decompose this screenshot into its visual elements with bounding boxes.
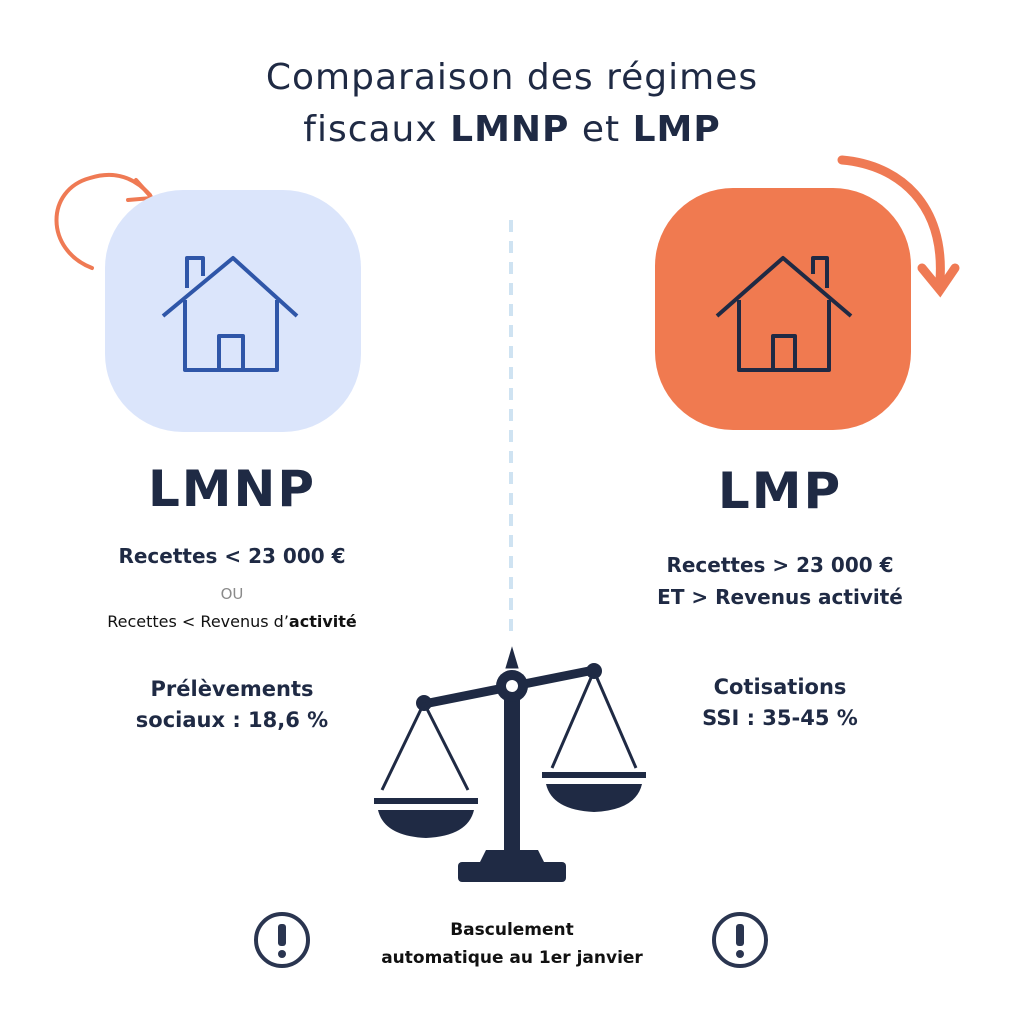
warning-icon (712, 912, 768, 968)
house-icon (161, 256, 299, 372)
lmnp-separator: OU (220, 585, 244, 603)
lmp-label: LMP (717, 462, 843, 520)
lmnp-label: LMNP (147, 460, 317, 518)
lmp-house-tile (655, 188, 911, 430)
lmnp-condition-1: Recettes < 23 000 € (118, 544, 346, 568)
page-title: Comparaison des régimes fiscaux LMNP et … (265, 57, 759, 150)
dashed-divider (509, 220, 513, 640)
lmnp-condition-2: Recettes < Revenus d’activité (107, 612, 357, 631)
lmnp-house-tile (105, 190, 361, 432)
balance-scale-icon (374, 646, 646, 882)
lmp-condition-1: Recettes > 23 000 € (666, 553, 894, 577)
lmp-condition-2: ET > Revenus activité (657, 585, 903, 609)
house-icon (715, 256, 853, 372)
right-curved-arrow-icon (837, 155, 960, 298)
warning-icon (254, 912, 310, 968)
